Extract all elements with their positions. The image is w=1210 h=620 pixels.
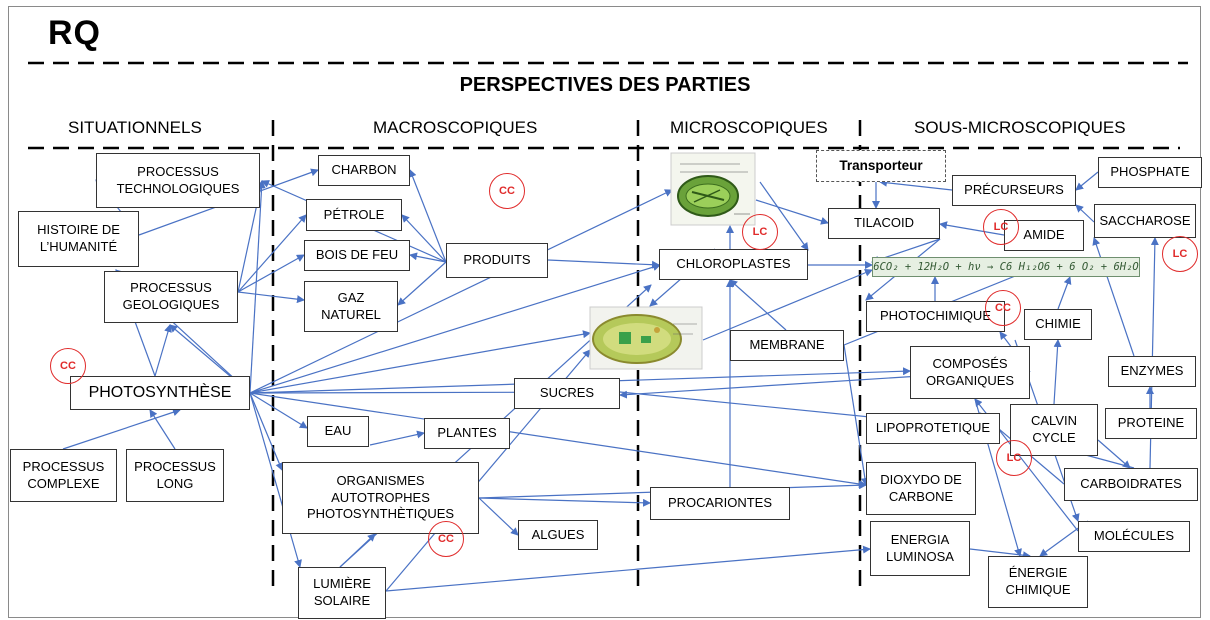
node-sucres: SUCRES [514, 378, 620, 409]
node-energia-luminosa: ENERGIA LUMINOSA [870, 521, 970, 576]
connector-arrow [249, 263, 661, 394]
node-proteine: PROTEINE [1105, 408, 1197, 439]
node-lipoprotetique: LIPOPROTETIQUE [866, 413, 1000, 444]
node-procariontes: PROCARIONTES [650, 487, 790, 520]
rq-label: RQ [48, 14, 101, 52]
node-precurseurs: PRÉCURSEURS [952, 175, 1076, 206]
connector-arrow [237, 291, 305, 304]
connector-arrow [369, 430, 425, 446]
node-molecules: MOLÉCULES [1078, 521, 1190, 552]
connector-arrow [249, 180, 266, 394]
connector-arrow [249, 189, 673, 394]
connector-arrow [1057, 276, 1072, 310]
connector-arrow [702, 268, 873, 341]
connector-arrow [408, 169, 447, 263]
column-heading-macroscopiques: MACROSCOPIQUES [373, 118, 538, 137]
node-chloroplastes: CHLOROPLASTES [659, 249, 808, 280]
connector-arrow [385, 545, 871, 592]
connector-arrow [149, 409, 176, 450]
column-heading-microscopiques: MICROSCOPIQUES [670, 118, 828, 137]
connector-arrow [397, 261, 447, 306]
node-chimie: CHIMIE [1024, 309, 1092, 340]
connector-arrow [249, 392, 867, 488]
node-processus-complexe: PROCESSUS COMPLEXE [10, 449, 117, 502]
chloroplast-cell-image [589, 306, 703, 370]
connector-arrow [1053, 339, 1062, 405]
connector-arrow [154, 324, 172, 377]
node-saccharose: SACCHAROSE [1094, 204, 1196, 238]
node-processus-geologiques: PROCESSUS GEOLOGIQUES [104, 271, 238, 323]
node-algues: ALGUES [518, 520, 598, 550]
node-lumiere-solaire: LUMIÈRE SOLAIRE [298, 567, 386, 619]
node-histoire-humanite: HISTOIRE DE L’HUMANITÉ [18, 211, 139, 267]
connector-arrow [237, 214, 307, 293]
connector-arrow [1092, 237, 1135, 357]
node-petrole: PÉTROLE [306, 199, 402, 231]
connector-arrow [237, 254, 305, 293]
badge-cc: CC [50, 348, 86, 384]
badge-cc: CC [428, 521, 464, 557]
connector-arrow [759, 181, 809, 251]
column-heading-sous-microscopiques: SOUS-MICROSCOPIQUES [914, 118, 1126, 137]
node-tilacoid: TILACOID [828, 208, 940, 239]
node-plantes: PLANTES [424, 418, 510, 449]
column-heading-situationnels: SITUATIONNELS [68, 118, 202, 137]
node-calvin-cycle: CALVIN CYCLE [1010, 404, 1098, 456]
connector-arrow [755, 199, 829, 225]
connector-arrow [1097, 439, 1131, 469]
node-composes-organiques: COMPOSÉS ORGANIQUES [910, 346, 1030, 399]
connector-arrow [478, 497, 651, 507]
node-photosynthese: PHOTOSYNTHÈSE [70, 376, 250, 410]
badge-lc: LC [983, 209, 1019, 245]
node-photochimique: PHOTOCHIMIQUE [866, 301, 1005, 332]
node-gaz-naturel: GAZ NATUREL [304, 281, 398, 332]
badge-cc: CC [985, 290, 1021, 326]
frame-border [8, 6, 1201, 618]
connector-arrow [1075, 171, 1099, 191]
node-phosphate: PHOSPHATE [1098, 157, 1202, 188]
page-title: PERSPECTIVES DES PARTIES [459, 74, 751, 96]
connector-arrow [969, 548, 1031, 560]
connector-arrow [249, 392, 308, 429]
connector-arrow [478, 497, 519, 536]
node-dioxydo-de-carbone: DIOXYDO DE CARBONE [866, 462, 976, 515]
node-processus-technologiques: PROCESSUS TECHNOLOGIQUES [96, 153, 260, 208]
connector-arrow [62, 408, 181, 450]
photosynthesis-equation: 6CO₂ + 12H₂O + hν → C6 H₁₂O6 + 6 O₂ + 6H… [872, 257, 1140, 277]
connector-arrow [1075, 204, 1095, 223]
node-processus-long: PROCESSUS LONG [126, 449, 224, 502]
node-membrane: MEMBRANE [730, 330, 844, 361]
node-enzymes: ENZYMES [1108, 356, 1196, 387]
node-charbon: CHARBON [318, 155, 410, 186]
badge-lc: LC [996, 440, 1032, 476]
chloroplast-diagram-image [670, 152, 756, 226]
connector-arrow [401, 214, 447, 263]
connector-arrow [249, 392, 302, 568]
node-eau: EAU [307, 416, 369, 447]
badge-cc: CC [489, 173, 525, 209]
badge-lc: LC [742, 214, 778, 250]
node-produits: PRODUITS [446, 243, 548, 278]
node-energie-chimique: ÉNERGIE CHIMIQUE [988, 556, 1088, 608]
connector-arrow [249, 330, 591, 394]
connector-arrow [409, 252, 447, 263]
node-transporteur: Transporteur [816, 150, 946, 182]
connector-arrow [249, 392, 284, 471]
badge-lc: LC [1162, 236, 1198, 272]
connector-arrow [879, 178, 953, 191]
connector-arrow [547, 259, 660, 269]
connector-arrow [729, 279, 787, 331]
node-carboidrates: CARBOIDRATES [1064, 468, 1198, 501]
node-bois-de-feu: BOIS DE FEU [304, 240, 410, 271]
